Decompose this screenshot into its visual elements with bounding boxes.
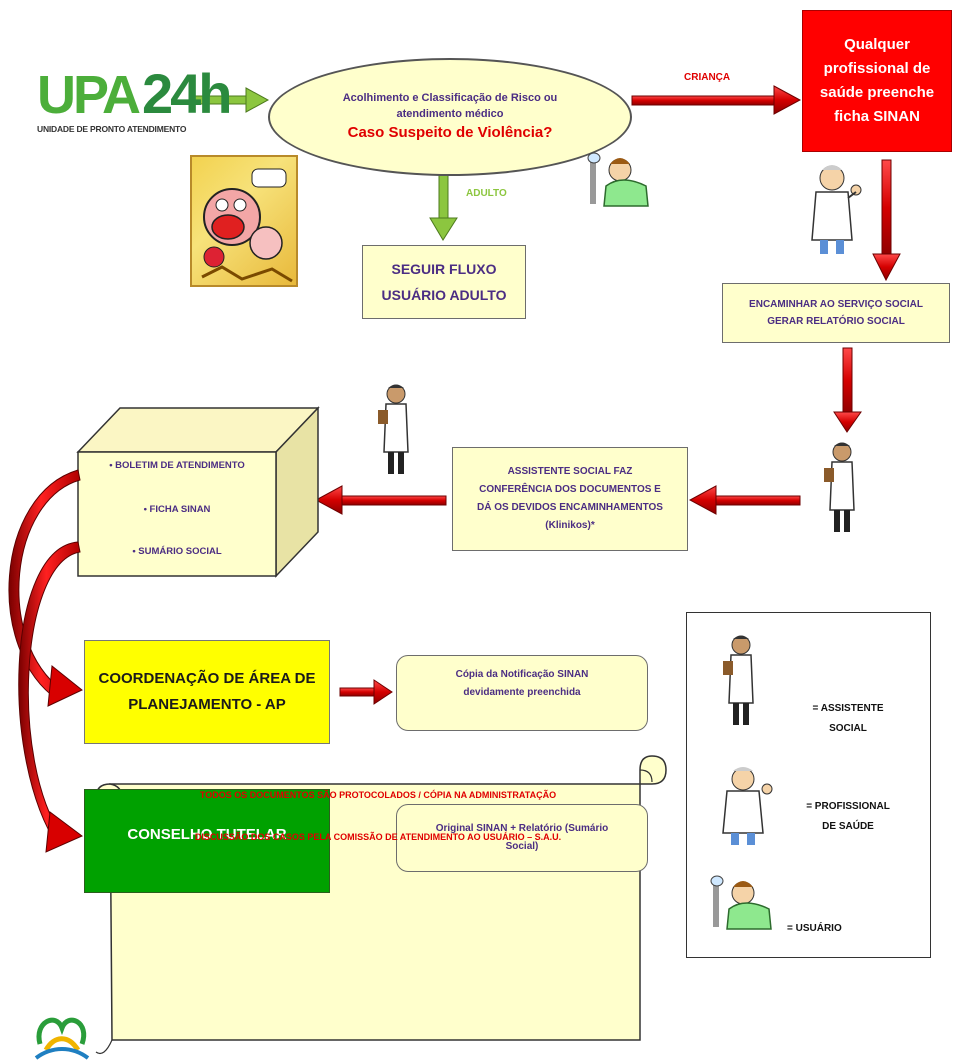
ellipse-line-2: atendimento médico: [396, 108, 504, 120]
assistant-box-line-3: DÁ OS DEVIDOS ENCAMINHAMENTOS: [477, 502, 663, 513]
label-adulto: ADULTO: [466, 188, 507, 199]
red-box-line-3: saúde preenche: [819, 84, 935, 101]
arrow-to-assistant-box: [688, 485, 801, 515]
copy-box-line-1: Cópia da Notificação SINAN: [455, 669, 589, 680]
adult-box-line-1: SEGUIR FLUXO: [391, 261, 497, 277]
legend-assistente-text: = ASSISTENTE SOCIAL: [783, 699, 913, 739]
arrow-crianca: [631, 85, 802, 115]
legend-assistant-icon: [723, 635, 754, 725]
logo-subtitle: UNIDADE DE PRONTO ATENDIMENTO: [37, 124, 187, 134]
conselho-tutelar-box: CONSELHO TUTELAR: [84, 789, 330, 893]
legend-profissional-line-1: = PROFISSIONAL: [806, 801, 890, 812]
original-box-line-1: Original SINAN + Relatório (Sumário: [435, 823, 609, 834]
arrow-to-cube: [314, 485, 447, 515]
ellipse-line-1: Acolhimento e Classificação de Risco ou: [342, 92, 558, 104]
cube-item-ficha: • FICHA SINAN: [143, 504, 211, 515]
coord-box-line-1: COORDENAÇÃO DE ÁREA DE: [98, 670, 316, 687]
sinan-red-box: Qualquer profissional de saúde preenche …: [802, 10, 952, 152]
legend-user-icon: [710, 875, 772, 930]
legend-doctor-icon: [722, 767, 773, 845]
sick-child-icon: [587, 152, 649, 207]
cube-item-boletim: • BOLETIM DE ATENDIMENTO: [109, 460, 245, 471]
cube-item-sumario: • SUMÁRIO SOCIAL: [132, 546, 222, 557]
cube-contents: • BOLETIM DE ATENDIMENTO • FICHA SINAN •…: [80, 452, 274, 576]
legend-profissional-text: = PROFISSIONAL DE SAÚDE: [783, 797, 913, 837]
documents-cube: [76, 406, 320, 578]
logo-upa-text: UPA: [37, 65, 141, 125]
doctor-figure: [811, 165, 862, 254]
social-service-box: ENCAMINHAR AO SERVIÇO SOCIAL GERAR RELAT…: [722, 283, 950, 343]
legend-assistente-line-2: SOCIAL: [829, 723, 867, 734]
red-box-line-1: Qualquer: [844, 36, 910, 53]
social-box-line-1: ENCAMINHAR AO SERVIÇO SOCIAL: [749, 299, 923, 310]
label-crianca: CRIANÇA: [684, 72, 731, 83]
violence-cartoon-image: [190, 155, 298, 287]
assistant-figure-1: [378, 384, 409, 474]
arrow-adulto: [429, 169, 458, 241]
logo-hours-text: 24h: [142, 62, 232, 125]
red-box-line-4: ficha SINAN: [834, 108, 920, 125]
scroll-line-2: DISCUSSÃO DOS CASOS PELA COMISSÃO DE ATE…: [194, 832, 562, 842]
arrow-logo-to-ellipse: [189, 87, 270, 113]
original-box-line-2: Social): [505, 841, 539, 852]
ellipse-question: Caso Suspeito de Violência?: [347, 124, 553, 141]
conselho-label: CONSELHO TUTELAR: [127, 826, 287, 843]
social-box-line-2: GERAR RELATÓRIO SOCIAL: [767, 316, 905, 327]
olympic-logo: [34, 1017, 90, 1060]
legend-box: = ASSISTENTE SOCIAL = PROFISSIONAL DE SA…: [686, 612, 931, 958]
assistant-social-box: ASSISTENTE SOCIAL FAZ CONFERÊNCIA DOS DO…: [452, 447, 688, 551]
arrow-to-servico-social: [872, 159, 901, 282]
curved-arrow-to-conselho: [18, 541, 83, 853]
coord-box-line-2: PLANEJAMENTO - AP: [128, 696, 286, 713]
scroll-line-1: TODOS OS DOCUMENTOS SÃO PROTOCOLADOS / C…: [199, 790, 557, 800]
legend-profissional-line-2: DE SAÚDE: [822, 821, 874, 832]
red-box-line-2: profissional de: [823, 60, 931, 77]
arrow-to-assistente-figure: [833, 347, 862, 433]
assistant-box-line-4: (Klinikos)*: [545, 520, 595, 531]
assistant-figure-2: [824, 442, 855, 532]
cartoon-drawing: [201, 168, 293, 283]
copy-box-line-2: devidamente preenchida: [463, 687, 581, 698]
assistant-box-line-1: ASSISTENTE SOCIAL FAZ: [507, 466, 633, 477]
assistant-box-line-2: CONFERÊNCIA DOS DOCUMENTOS E: [479, 484, 661, 495]
adult-flow-box: SEGUIR FLUXO USUÁRIO ADULTO: [362, 245, 526, 319]
triage-ellipse: Acolhimento e Classificação de Risco ou …: [268, 58, 632, 176]
adult-box-line-2: USUÁRIO ADULTO: [381, 287, 507, 303]
arrow-to-copy-box: [339, 679, 393, 705]
original-sinan-box: Original SINAN + Relatório (Sumário Soci…: [396, 804, 648, 872]
copy-notification-box: Cópia da Notificação SINAN devidamente p…: [396, 655, 648, 731]
coordenacao-box: COORDENAÇÃO DE ÁREA DE PLANEJAMENTO - AP: [84, 640, 330, 744]
legend-usuario-text: = USUÁRIO: [787, 923, 842, 934]
legend-assistente-line-1: = ASSISTENTE: [812, 703, 884, 714]
upa-24h-logo: UPA 24h UNIDADE DE PRONTO ATENDIMENTO: [37, 65, 232, 146]
